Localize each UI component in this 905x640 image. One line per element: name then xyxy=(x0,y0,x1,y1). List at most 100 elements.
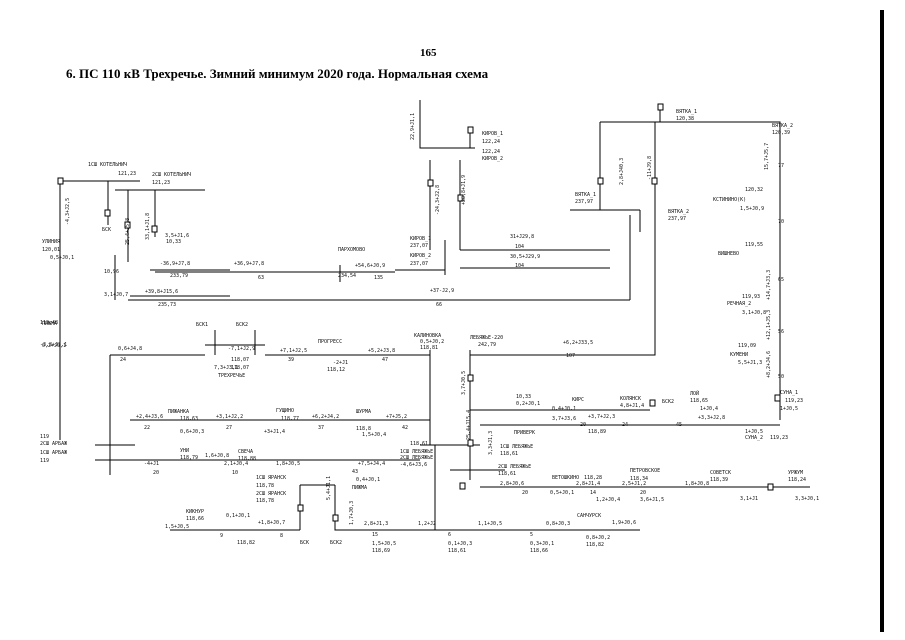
element-label-bsk-low2: БСК2 xyxy=(330,540,343,546)
bus-voltage-kikmur-b: 118,66 xyxy=(530,548,549,554)
line-num-20a: 20 xyxy=(153,470,160,476)
bus-label-kikmur: КИКНУР xyxy=(186,509,205,515)
flow-bot-e: 1,2+J2 xyxy=(418,521,437,527)
bus-label-arbazh-1: 1СШ АРБАЖ xyxy=(40,450,68,456)
line-num-9: 9 xyxy=(220,533,224,539)
line-num-63: 63 xyxy=(258,275,265,281)
line-num-65: 65 xyxy=(778,277,785,283)
flow-right-p: 1+J0,5 xyxy=(745,429,764,435)
switch-vyatka-a xyxy=(597,177,604,185)
bus-label-shurma: ШУРМА xyxy=(356,409,372,415)
element-label-bsk2: БСК2 xyxy=(236,322,249,328)
bus-label-suna-2: СУНА_2 xyxy=(745,435,764,441)
flow-kot-c: 3,5+J1,6 xyxy=(165,233,190,239)
bus-voltage-vetoshkino: 118,28 xyxy=(584,475,603,481)
flow-bot-b: +1,8+J0,7 xyxy=(258,520,286,526)
bus-label-uni: УНИ xyxy=(180,448,190,454)
bus-label-kalinovka: КАЛИНОВКА xyxy=(414,333,442,339)
bus-voltage-uni: 118,79 xyxy=(180,455,199,461)
switch-kotelnich-c xyxy=(151,225,158,233)
flow-bot-l: 1,9+J0,6 xyxy=(612,520,637,526)
flow-tr-g: 0,2+J0,1 xyxy=(42,343,67,349)
bus-label-pizhanka: ПИЖАНКА xyxy=(168,409,190,415)
flow-mid-a: +2,4+J3,6 xyxy=(136,414,164,420)
flow-right-g: 0,5+J0,1 xyxy=(550,490,575,496)
flow-right-j: +3,7+J2,3 xyxy=(588,414,616,420)
line-num-22: 22 xyxy=(144,425,151,431)
flow-bot-j: 0,3+J0,1 xyxy=(530,541,555,547)
bus-voltage-progress: 118,12 xyxy=(327,367,346,373)
flow-vyatka-i: 3,1+J0,8 xyxy=(742,310,767,316)
line-num-70: 70 xyxy=(778,219,785,225)
switch-kalinovka xyxy=(649,399,656,407)
flow-tr-d: -2+J1 xyxy=(333,360,349,366)
flow-right-d: 2,5+J1,2 xyxy=(622,481,647,487)
bus-voltage-trekhreche-1: 118,07 xyxy=(231,357,250,363)
bus-voltage-suna-2: 119,23 xyxy=(770,435,789,441)
element-label-10-33b: 10,33 xyxy=(516,394,532,400)
flow-right-i: 3,1+J1 xyxy=(740,496,759,502)
bus-voltage-pizhanka: 118,63 xyxy=(180,416,199,422)
bus-label-lebyazhye-1b: 1СШ ЛЕБЯЖЬЕ xyxy=(400,449,434,455)
line-num-27: 27 xyxy=(226,425,233,431)
bus-voltage-trekhreche-2: 118,07 xyxy=(231,365,250,371)
bus-voltage-shurma: 118,8 xyxy=(356,426,372,432)
flow-right-h: 1,8+J0,8 xyxy=(685,481,710,487)
flow-mid-d: +7+J5,2 xyxy=(386,414,408,420)
flow-leb-d: 25,4+J15,4 xyxy=(466,409,472,440)
flow-bot-a: 0,1+J0,1 xyxy=(226,513,251,519)
bus-label-loi: ЛОЙ xyxy=(690,391,700,397)
flow-bot-i: 0,1+J0,3 xyxy=(448,541,473,547)
flow-tr-c: +7,1+J2,5 xyxy=(280,348,308,354)
flow-mid-b: +3,1+J2,2 xyxy=(216,414,244,420)
bus-label-uljanin: УЛИНИЯ xyxy=(42,239,61,245)
line-num-66: 66 xyxy=(436,302,443,308)
bus-label-kumeni: КУМЕНИ xyxy=(730,352,749,358)
flow-leb-c: 3,7+J0,5 xyxy=(461,370,467,395)
line-num-77: 77 xyxy=(778,163,785,169)
feeder-kirov-top xyxy=(419,100,471,149)
flow-right-e: 0,2+J0,1 xyxy=(516,401,541,407)
line-num-24b: 24 xyxy=(622,422,629,428)
flow-low-d: 1,8+J0,5 xyxy=(276,461,301,467)
flow-bot-f: 1,1+J0,5 xyxy=(478,521,503,527)
bus-voltage-parkhomovo: 234,54 xyxy=(338,273,357,279)
flow-kirov-f: +54,6+J0,9 xyxy=(355,263,386,269)
bus-voltage-kirs: 118,89 xyxy=(588,429,607,435)
bus-voltage-lebyazhye-2: 118,61 xyxy=(498,471,517,477)
flow-low-h: 5,4+J1,1 xyxy=(326,475,332,500)
feeder-vyatka-top xyxy=(600,108,661,123)
flow-bot-k: 0,8+J0,2 xyxy=(586,535,611,541)
flow-kirov-e: 30,5+J29,9 xyxy=(510,254,541,260)
element-label-bsk: БСК xyxy=(102,227,112,233)
bus-voltage-lebyazhye-220: 242,79 xyxy=(478,342,497,348)
flow-tr-a: 0,6+J4,8 xyxy=(118,346,143,352)
flow-kot-f: +39,8+J15,6 xyxy=(145,289,179,295)
switch-kotelnich-top xyxy=(57,177,64,185)
bus-label-vyatka-2: ВЯТКА_2 xyxy=(772,123,794,129)
line-num-107: 107 xyxy=(566,353,576,359)
flow-vyatka-d: 3,3+J0,1 xyxy=(795,496,820,502)
flow-right-n: 4,8+J1,4 xyxy=(620,403,645,409)
bus-label-vyatka-b2: ВЯТКА_2 xyxy=(668,209,690,215)
bus-label-yaransk-2: 2СШ ЯРАНСК xyxy=(256,491,287,497)
element-label-10-33: 10,33 xyxy=(166,239,182,245)
line-num-39: 39 xyxy=(288,357,295,363)
bus-label-svecha: СВЕЧА xyxy=(238,449,254,455)
switch-lebyazhye-b xyxy=(467,439,474,447)
bus-voltage-loi: 118,65 xyxy=(690,398,709,404)
line-num-42: 42 xyxy=(402,425,409,431)
element-label-bsk1: БСК1 xyxy=(196,322,209,328)
bus-label-lebyazhye-220: ЛЕБЯЖЬЕ-220 xyxy=(470,335,504,341)
bus-label-vetoshkino: ВЕТОШКИНО xyxy=(552,475,580,481)
switch-yaransk-b xyxy=(332,514,339,522)
flow-vyatka-e: 1,5+J0,9 xyxy=(740,206,765,212)
flow-vyatka-b: -11+J9,8 xyxy=(647,155,653,180)
switch-lebyazhye-c xyxy=(459,482,466,490)
flow-low-c: 2,1+J0,4 xyxy=(224,461,249,467)
flow-low-i: 1,7+J0,3 xyxy=(349,500,355,525)
flow-right-o: 1+J0,5 xyxy=(780,406,799,412)
flow-vyatka-c: 15,7+J5,7 xyxy=(764,142,770,170)
bus-label-pizhma: ПИЖМА xyxy=(352,485,368,491)
bus-voltage-yaransk-2: 118,78 xyxy=(256,498,275,504)
